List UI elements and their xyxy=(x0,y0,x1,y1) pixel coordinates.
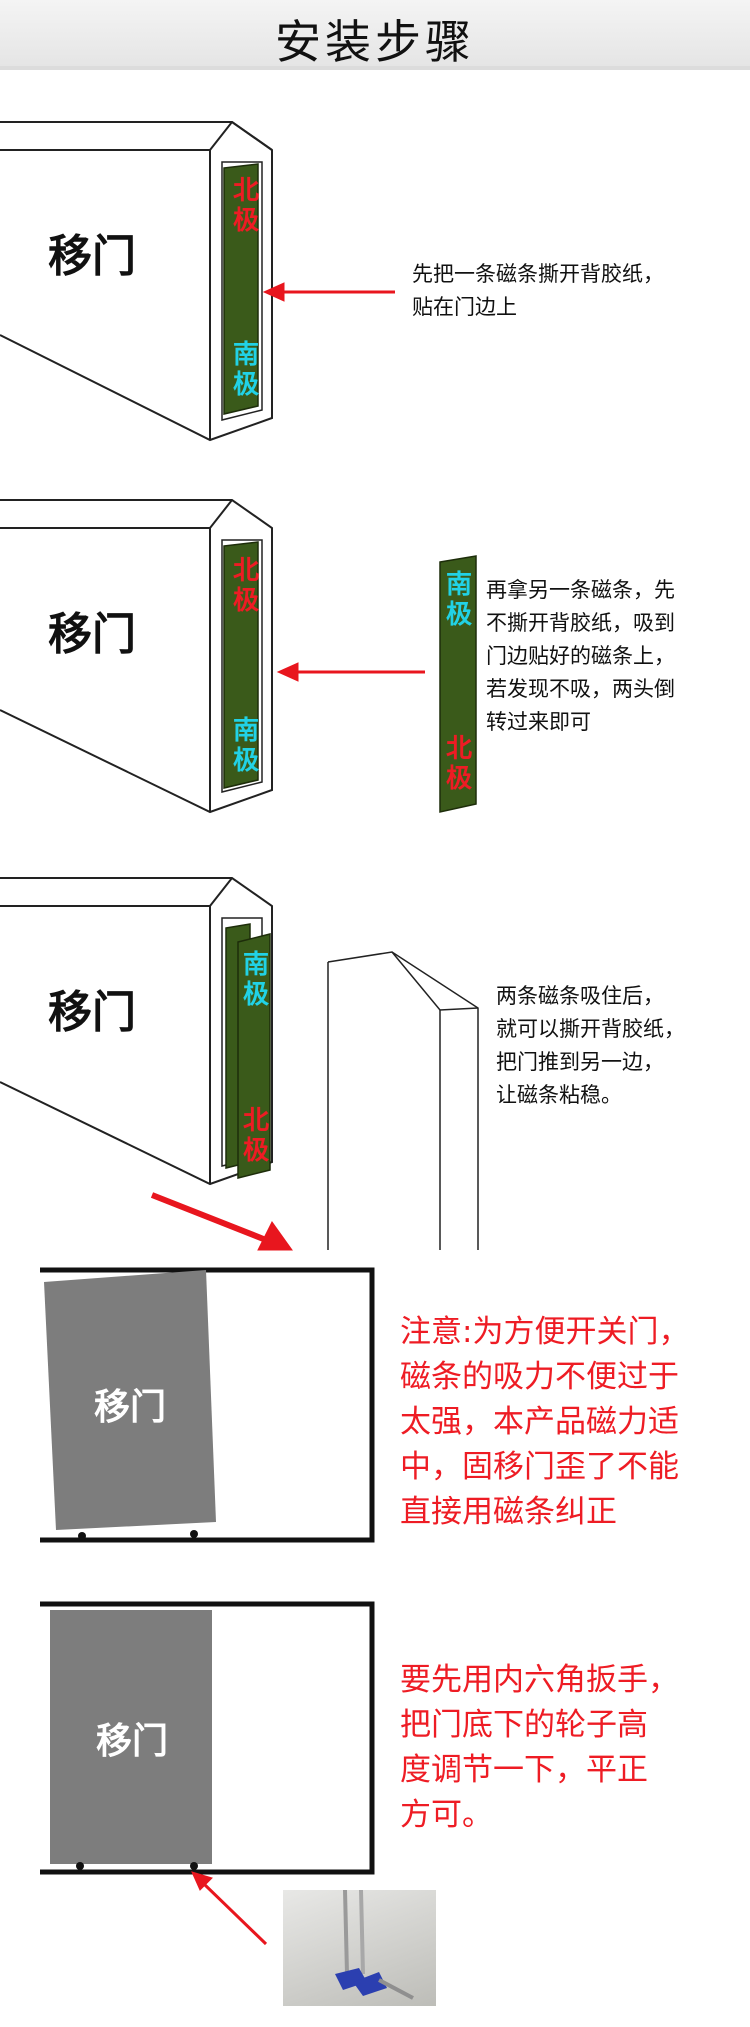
header-bar xyxy=(0,0,750,70)
description-line: 让磁条粘稳。 xyxy=(496,1083,622,1107)
header-divider xyxy=(0,66,750,70)
description-line: 门边贴好的磁条上， xyxy=(486,644,675,668)
loose-magnet-strip xyxy=(439,555,477,813)
strip-label-south: 南极 xyxy=(232,340,259,400)
step1-description: 先把一条磁条撕开背胶纸， 贴在门边上 xyxy=(412,258,732,324)
loose-strip-label-north: 北极 xyxy=(445,734,472,794)
description-line: 贴在门边上 xyxy=(412,295,517,319)
strip-label-north: 北极 xyxy=(232,176,259,236)
door-frame-diagram-1 xyxy=(40,1267,375,1543)
arrow-left-icon xyxy=(276,662,425,682)
strip-label-south: 南极 xyxy=(232,716,259,776)
note-line: 把门底下的轮子高 xyxy=(400,1707,648,1743)
door-illustration-step1 xyxy=(0,121,273,442)
page-title: 安装步骤 xyxy=(275,15,475,69)
door-frame-diagram-2 xyxy=(40,1601,375,1875)
arrow-diagonal-icon xyxy=(150,1192,293,1251)
description-line: 两条磁条吸住后， xyxy=(496,984,664,1008)
front-strip-label-north: 北极 xyxy=(242,1106,269,1166)
arrow-left-icon xyxy=(262,282,395,302)
magnet-strip-step3-front xyxy=(237,933,271,1179)
door-label: 移门 xyxy=(94,1387,167,1428)
description-line: 先把一条磁条撕开背胶纸， xyxy=(412,262,664,286)
description-line: 再拿另一条磁条，先 xyxy=(486,578,675,602)
note-line: 直接用磁条纠正 xyxy=(400,1494,617,1530)
magnet-strip-step1 xyxy=(223,163,259,415)
step2-description: 再拿另一条磁条，先 不撕开背胶纸，吸到 门边贴好的磁条上， 若发现不吸，两头倒 … xyxy=(486,574,746,739)
loose-strip-label-south: 南极 xyxy=(445,570,472,630)
door-label: 移门 xyxy=(96,1721,169,1762)
note-line: 太强，本产品磁力适 xyxy=(400,1404,679,1440)
note-instruction: 要先用内六角扳手， 把门底下的轮子高 度调节一下，平正 方可。 xyxy=(400,1658,745,1838)
door-illustration-step3 xyxy=(0,877,479,1250)
description-line: 转过来即可 xyxy=(486,710,591,734)
description-line: 把门推到另一边， xyxy=(496,1050,664,1074)
step3-description: 两条磁条吸住后， 就可以撕开背胶纸， 把门推到另一边， 让磁条粘稳。 xyxy=(496,980,746,1112)
description-line: 不撕开背胶纸，吸到 xyxy=(486,611,675,635)
note-line: 磁条的吸力不便过于 xyxy=(400,1359,679,1395)
hex-key-photo xyxy=(283,1890,436,2006)
note-line: 度调节一下，平正 xyxy=(400,1752,648,1788)
door-label: 移门 xyxy=(48,987,136,1038)
note-line: 要先用内六角扳手， xyxy=(400,1662,679,1698)
description-line: 就可以撕开背胶纸， xyxy=(496,1017,685,1041)
door-illustration-step2 xyxy=(0,499,273,814)
strip-label-north: 北极 xyxy=(232,556,259,616)
note-line: 注意:为方便开关门， xyxy=(400,1314,690,1350)
front-strip-label-south: 南极 xyxy=(242,950,269,1010)
door-label: 移门 xyxy=(48,609,136,660)
magnet-strip-step2 xyxy=(223,541,259,789)
note-line: 方可。 xyxy=(400,1797,493,1833)
note-line: 中，固移门歪了不能 xyxy=(400,1449,679,1485)
description-line: 若发现不吸，两头倒 xyxy=(486,677,675,701)
door-label: 移门 xyxy=(48,231,136,282)
arrow-diagonal-icon xyxy=(191,1871,268,1946)
note-warning: 注意:为方便开关门， 磁条的吸力不便过于 太强，本产品磁力适 中，固移门歪了不能… xyxy=(400,1310,745,1535)
